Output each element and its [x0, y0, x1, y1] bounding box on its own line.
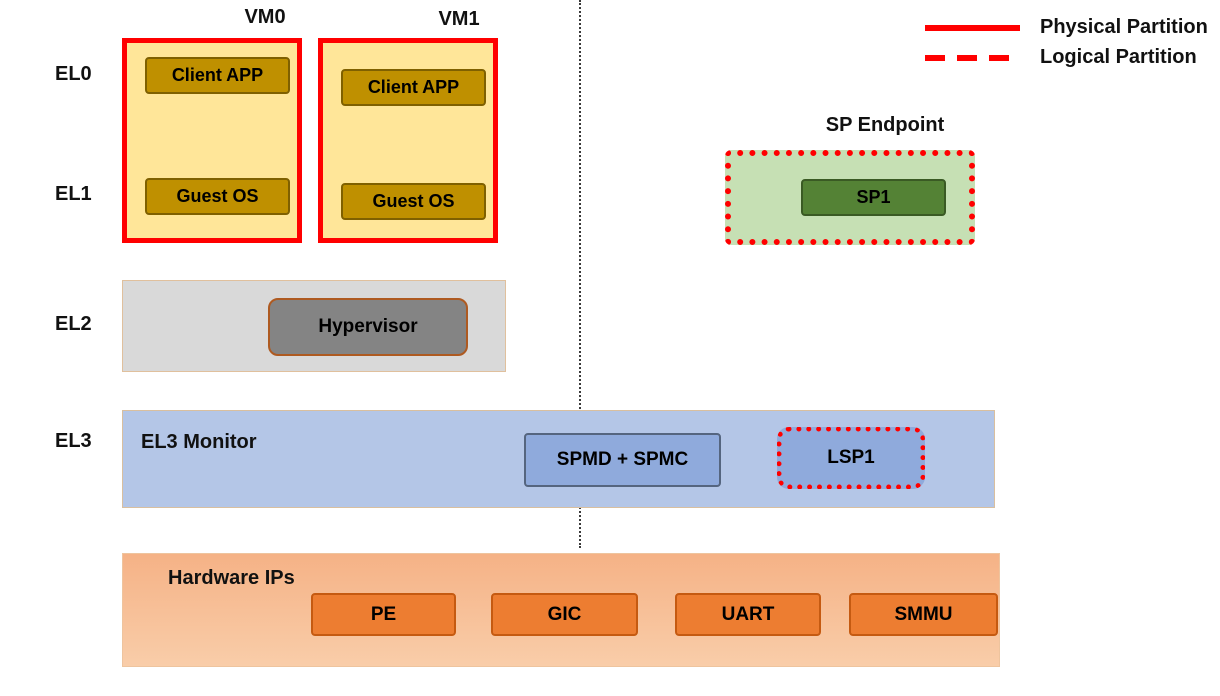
- vm1-title: VM1: [438, 8, 480, 30]
- hardware-ip-smmu: SMMU: [849, 593, 998, 636]
- el3-monitor-label: EL3 Monitor: [141, 431, 257, 453]
- el0-label: EL0: [55, 63, 92, 85]
- legend-logical-partition-label: Logical Partition: [1040, 46, 1197, 68]
- hardware-ip-uart: UART: [675, 593, 821, 636]
- sp-endpoint-box: SP1: [725, 150, 975, 245]
- hypervisor-box: Hypervisor: [268, 298, 468, 356]
- legend-physical-partition-line: [925, 25, 1020, 31]
- vm0-title: VM0: [244, 6, 286, 28]
- hardware-ips-box: Hardware IPs PE GIC UART SMMU: [122, 553, 1000, 667]
- vm1-box: Client APP Guest OS: [318, 38, 498, 243]
- world-separator-dashed-line: [579, 0, 581, 548]
- vm0-client-app-box: Client APP: [145, 57, 290, 94]
- hardware-ip-gic: GIC: [491, 593, 638, 636]
- el2-box: Hypervisor: [122, 280, 506, 372]
- vm1-client-app-box: Client APP: [341, 69, 486, 106]
- legend-logical-partition-line: [925, 55, 1020, 61]
- hardware-ips-title: Hardware IPs: [168, 567, 295, 589]
- el2-label: EL2: [55, 313, 92, 335]
- vm0-box: Client APP Guest OS: [122, 38, 302, 243]
- el1-label: EL1: [55, 183, 92, 205]
- el3-monitor-box: EL3 Monitor SPMD + SPMC LSP1: [122, 410, 995, 508]
- sp1-box: SP1: [801, 179, 946, 216]
- vm0-guest-os-box: Guest OS: [145, 178, 290, 215]
- sp-endpoint-title: SP Endpoint: [825, 114, 945, 136]
- spmd-spmc-box: SPMD + SPMC: [524, 433, 721, 487]
- hardware-ip-pe: PE: [311, 593, 456, 636]
- legend-physical-partition-label: Physical Partition: [1040, 16, 1208, 38]
- lsp1-box: LSP1: [777, 427, 925, 489]
- el3-label: EL3: [55, 430, 92, 452]
- vm1-guest-os-box: Guest OS: [341, 183, 486, 220]
